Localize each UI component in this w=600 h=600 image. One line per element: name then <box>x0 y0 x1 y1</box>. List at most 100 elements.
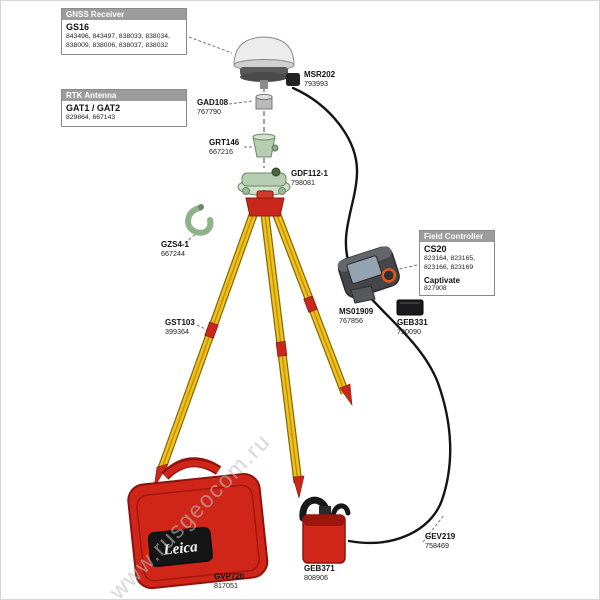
label-geb331-part: 790090 <box>397 326 421 336</box>
gnss-receiver-box-body: GS16 843496, 843497, 838033, 838034, 838… <box>62 20 186 54</box>
hook-pin <box>198 204 204 210</box>
grt146-top <box>252 133 276 141</box>
rtk-antenna-model: GAT1 / GAT2 <box>66 103 121 113</box>
leader-gnssbox-antenna <box>188 36 233 54</box>
label-grt146: GRT146 667216 <box>209 138 239 156</box>
label-geb331-name: GEB331 <box>397 318 428 327</box>
rtk-antenna-box-body: GAT1 / GAT2 829864, 667143 <box>62 101 186 126</box>
label-gad108-part: 767790 <box>197 106 221 116</box>
label-msr202-name: MSR202 <box>304 70 336 79</box>
label-geb371-part: 808906 <box>304 572 328 582</box>
geb371-top-band <box>303 515 345 526</box>
label-ms01909-part: 767856 <box>339 315 363 325</box>
leg-left-seam <box>160 214 254 472</box>
geb371-battery <box>299 496 351 564</box>
label-gev219-part: 758469 <box>425 540 449 550</box>
gnss-receiver-box-header: GNSS Receiver <box>62 9 186 20</box>
case-handle <box>162 460 221 479</box>
label-grt146-name: GRT146 <box>209 138 240 147</box>
label-geb331: GEB331 790090 <box>397 318 428 336</box>
gnss-receiver-box: GNSS Receiver GS16 843496, 843497, 83803… <box>61 8 187 55</box>
tribrach-knob-right <box>278 187 286 195</box>
label-gvp720-name: GVP720 <box>214 572 245 581</box>
label-msr202-part: 793993 <box>304 78 328 88</box>
msr202-module <box>286 73 300 86</box>
tribrach-plate <box>241 172 287 187</box>
field-controller-software: Captivate <box>424 275 461 285</box>
gnss-receiver-model: GS16 <box>66 22 90 32</box>
spike-mid <box>292 475 305 499</box>
label-gad108: GAD108 767790 <box>197 98 228 116</box>
controller-orange-ring <box>381 268 397 283</box>
gst103-tripod <box>153 190 353 499</box>
label-gev219: GEV219 758469 <box>425 532 455 550</box>
hook-curve <box>185 205 214 236</box>
label-ms01909-name: MS01909 <box>339 307 374 316</box>
label-gdf112-1: GDF112-1 798081 <box>291 169 328 187</box>
field-controller-software-part: 827908 <box>424 284 447 292</box>
tribrach-bubble <box>271 167 281 177</box>
label-gzs4-1-part: 667244 <box>161 248 185 258</box>
controller-screen <box>346 255 383 284</box>
label-grt146-part: 667216 <box>209 146 233 156</box>
label-gst103: GST103 399364 <box>165 318 195 336</box>
head-plate <box>245 197 285 217</box>
leader-gev219 <box>422 514 445 543</box>
rtk-antenna-box: RTK Antenna GAT1 / GAT2 829864, 667143 <box>61 89 187 128</box>
gad108-adapter <box>255 93 273 110</box>
label-geb371-name: GEB371 <box>304 564 335 573</box>
label-gev219-name: GEV219 <box>425 532 456 541</box>
label-gzs4-1-name: GZS4-1 <box>161 240 190 249</box>
gnss-receiver-parts: 843496, 843497, 838033, 838034, 838009, … <box>66 33 170 50</box>
case-logo-plate <box>147 526 213 567</box>
label-gst103-part: 399364 <box>165 326 189 336</box>
case-brand-text: Leica <box>162 539 199 559</box>
label-gdf112-1-name: GDF112-1 <box>291 169 328 178</box>
antenna-base-bottom <box>240 72 288 82</box>
field-controller-parts: 823164, 823165, 823166, 823169 <box>424 255 476 272</box>
label-geb371: GEB371 808906 <box>304 564 335 582</box>
label-gvp720: GVP720 817051 <box>214 572 244 590</box>
clamp-left <box>204 321 219 339</box>
clamp-mid <box>275 340 288 357</box>
geb371-clamp-right <box>330 503 351 520</box>
gnss-antenna <box>233 36 295 89</box>
label-ms01909: MS01909 767856 <box>339 307 373 325</box>
field-controller-box-header: Field Controller <box>420 231 494 242</box>
gev219-cable <box>291 86 452 545</box>
tripod-clamps <box>204 295 318 357</box>
geb371-connector <box>319 506 331 517</box>
grt146-knob <box>271 144 279 152</box>
antenna-stem <box>260 80 268 89</box>
label-gdf112-1-part: 798081 <box>291 177 315 187</box>
gvp720-case: Leica <box>127 457 269 590</box>
rtk-antenna-parts: 829864, 667143 <box>66 114 116 122</box>
clamp-right <box>303 295 318 313</box>
tribrach-knob-left <box>242 187 250 195</box>
ms01909-item <box>350 285 376 304</box>
field-controller-model: CS20 <box>424 244 447 254</box>
antenna-dome <box>233 36 295 66</box>
label-gst103-name: GST103 <box>165 318 195 327</box>
leader-gzs4 <box>184 231 199 244</box>
label-gvp720-part: 817051 <box>214 580 238 590</box>
gzs4-height-hook <box>185 204 214 236</box>
label-gad108-name: GAD108 <box>197 98 229 107</box>
grt146-carrier <box>252 133 279 158</box>
geb331-battery <box>396 299 424 316</box>
field-controller-box: Field Controller CS20 823164, 823165, 82… <box>419 230 495 296</box>
label-msr202: MSR202 793993 <box>304 70 335 88</box>
geb371-clamp-left <box>299 496 329 522</box>
field-controller-box-body: CS20 823164, 823165, 823166, 823169 Capt… <box>420 242 494 295</box>
geb331-highlight <box>400 302 420 304</box>
gad108-top <box>255 93 273 101</box>
case-seam <box>136 484 260 582</box>
leader-controller <box>398 264 418 270</box>
cs20-controller <box>337 246 400 299</box>
leader-gad108 <box>228 100 254 105</box>
rtk-antenna-box-header: RTK Antenna <box>62 90 186 101</box>
label-gzs4-1: GZS4-1 667244 <box>161 240 189 258</box>
tripod-head <box>245 190 285 217</box>
